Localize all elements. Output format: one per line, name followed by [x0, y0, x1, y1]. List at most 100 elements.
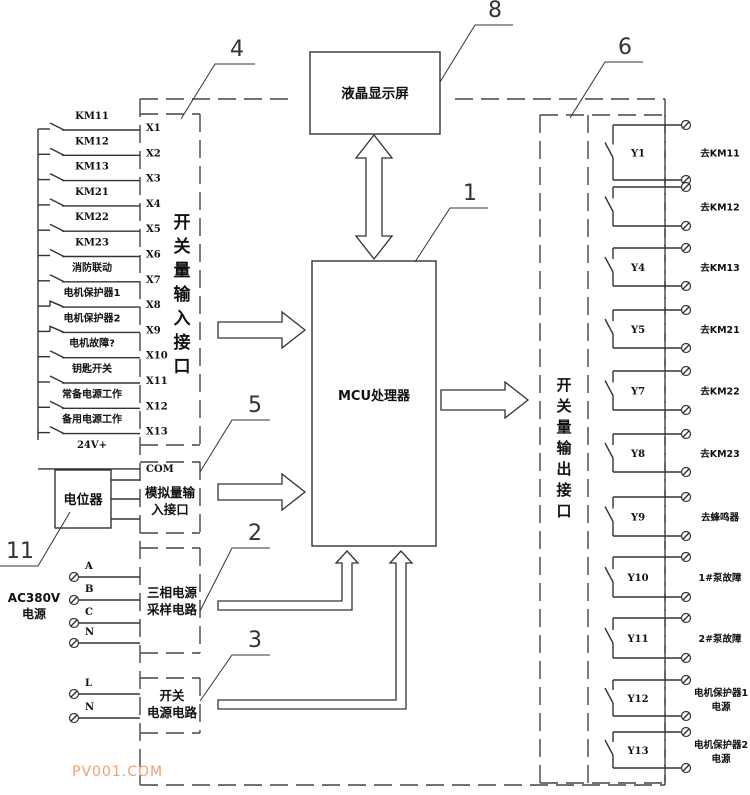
dc-line-label: N: [85, 702, 94, 713]
input-terminal: X4: [146, 199, 161, 210]
do-interface-char: 接: [556, 481, 571, 499]
input-row: 24V+COM: [38, 440, 174, 475]
relay-label: Y11: [626, 634, 648, 645]
ac-source-label-1: AC380V: [8, 591, 61, 605]
output-relay-row: Y10 1#泵故障: [604, 551, 742, 603]
ac-source-label-2: 电源: [22, 606, 46, 621]
input-label: 电机故障?: [69, 337, 115, 350]
input-label: KM23: [75, 238, 109, 249]
dc-line-terminal: L: [68, 678, 140, 700]
input-label: 钥匙开关: [72, 362, 112, 375]
relay-label: Y1: [630, 149, 645, 160]
relay-contact-icon: [604, 142, 614, 158]
lcd-mcu-bidirectional-arrow: [354, 133, 394, 261]
ac-phase-terminal: B: [68, 584, 140, 606]
switch-power-box: [140, 677, 201, 734]
do-interface-box: [539, 114, 665, 784]
do-interface-char: 口: [556, 502, 571, 520]
do-interface-char: 开: [556, 376, 571, 394]
di-interface-char: 入: [174, 309, 191, 329]
switch-power-label-2: 电源电路: [147, 705, 198, 720]
switch-power-to-mcu-arrow: [217, 550, 414, 710]
input-terminal: X6: [146, 250, 161, 261]
relay-contact-icon: [604, 566, 614, 583]
switch-contact-icon: [49, 425, 65, 435]
three-phase-label-1: 三相电源: [147, 585, 198, 600]
three-phase-to-mcu-arrow: [217, 550, 360, 611]
relay-label: Y10: [626, 573, 648, 584]
ai-interface-box: [140, 461, 201, 534]
relay-contact-icon: [604, 506, 614, 522]
di-interface-box: [140, 113, 201, 446]
phase-label: C: [85, 607, 93, 618]
input-label: 电机保护器2: [64, 311, 121, 324]
input-label: 电机保护器1: [64, 286, 121, 299]
phase-label: N: [85, 627, 94, 638]
three-phase-label-2: 采样电路: [146, 602, 198, 617]
callout-5: 5: [248, 393, 262, 418]
di-interface-char: 口: [174, 357, 191, 377]
input-label: KM21: [75, 187, 109, 198]
input-label: 备用电源工作: [61, 413, 122, 426]
lcd-block: [309, 51, 441, 135]
input-terminal: X12: [146, 401, 168, 412]
input-terminal: COM: [146, 464, 174, 475]
three-phase-box: [140, 547, 201, 654]
callout-4: 4: [230, 37, 244, 62]
relay-target: 去KM22: [700, 386, 740, 398]
ac-phase-terminal: N: [68, 627, 140, 649]
relay-label: Y12: [626, 694, 648, 705]
relay-contact-icon: [604, 739, 614, 756]
do-interface-char: 关: [556, 397, 571, 415]
callout-3: 3: [248, 628, 262, 653]
relay-target: 去KM13: [700, 262, 740, 274]
ac-phase-terminal: C: [68, 607, 140, 629]
relay-contact-icon: [604, 196, 614, 212]
input-label: 消防联动: [72, 261, 112, 274]
callout-8: 8: [488, 0, 502, 23]
input-label: KM22: [75, 212, 109, 223]
relay-target: 去KM11: [700, 148, 740, 160]
callout-6: 6: [618, 35, 632, 60]
switch-contact-icon: [49, 198, 65, 207]
callout-1: 1: [463, 181, 477, 206]
lcd-label: 液晶显示屏: [341, 85, 409, 102]
input-terminal: X1: [146, 123, 161, 134]
mcu-block: [311, 260, 437, 547]
di-interface-char: 关: [174, 236, 191, 257]
input-row: 电机故障?X10: [38, 337, 168, 362]
do-interface-char: 量: [556, 418, 571, 436]
switch-power-label-1: 开关: [159, 688, 185, 703]
relay-target: 1#泵故障: [698, 572, 742, 584]
input-terminal: X8: [146, 300, 161, 311]
relay-target-2: 电源: [711, 753, 731, 765]
ai-interface-label-1: 模拟量输: [145, 485, 196, 500]
relay-target: 2#泵故障: [698, 633, 742, 645]
relay-target: 去KM12: [700, 202, 740, 214]
di-interface-char: 量: [174, 260, 191, 281]
switch-contact-icon: [49, 147, 65, 156]
relay-contact-icon: [604, 442, 614, 459]
callout-11: 11: [6, 539, 34, 564]
dc-line-label: L: [85, 678, 92, 689]
input-terminal: X3: [146, 174, 161, 185]
switch-contact-icon: [49, 375, 65, 384]
do-interface-char: 输: [556, 439, 572, 457]
input-label: KM11: [75, 111, 109, 122]
ai-interface-label-2: 入接口: [151, 502, 189, 517]
input-terminal: X5: [146, 224, 161, 235]
input-label: 常备电源工作: [62, 387, 122, 400]
phase-label: B: [85, 584, 93, 595]
callout-lines: [0, 24, 643, 702]
